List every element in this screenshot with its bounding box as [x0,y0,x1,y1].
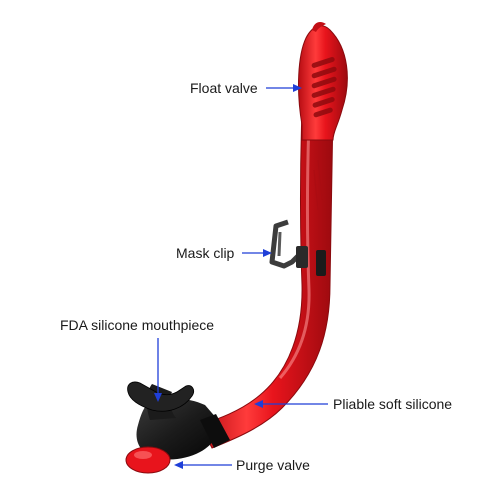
label-purge-valve: Purge valve [236,457,310,473]
callout-mouthpiece: FDA silicone mouthpiece [60,317,214,402]
tube-highlight [278,119,311,379]
callout-purge-valve: Purge valve [174,457,310,473]
callout-soft-silicone: Pliable soft silicone [254,396,452,412]
mask-clip-inner [277,231,282,257]
mask-clip [269,219,326,276]
arrowhead-float-valve [293,84,302,92]
tube-ridge [317,159,323,201]
vent-slot [311,76,337,89]
mask-clip-band-right [316,250,326,276]
label-soft-silicone: Pliable soft silicone [333,396,452,412]
mouthpiece-bite [127,381,194,412]
vent-slot [312,97,335,108]
mask-clip-band [296,246,308,268]
tube-ridge [313,169,319,211]
float-valve-tip [312,22,326,32]
arrowhead-purge-valve [174,461,183,469]
arrowhead-mask-clip [263,249,272,257]
vent-slot [311,86,336,98]
float-valve-vents [311,57,337,118]
label-float-valve: Float valve [190,80,258,96]
vent-slot [311,66,337,79]
purge-valve-cap [125,446,171,474]
arrowhead-soft-silicone [254,400,263,408]
arrowhead-mouthpiece [154,393,162,402]
label-mouthpiece: FDA silicone mouthpiece [60,317,214,333]
callout-mask-clip: Mask clip [176,245,272,261]
tube-collar [200,414,230,448]
callout-float-valve: Float valve [190,80,302,96]
vent-slot [311,57,335,68]
purge-valve-cap-shine [134,451,152,459]
snorkel-tube [199,109,334,449]
vent-slot [313,107,333,118]
label-mask-clip: Mask clip [176,245,235,261]
